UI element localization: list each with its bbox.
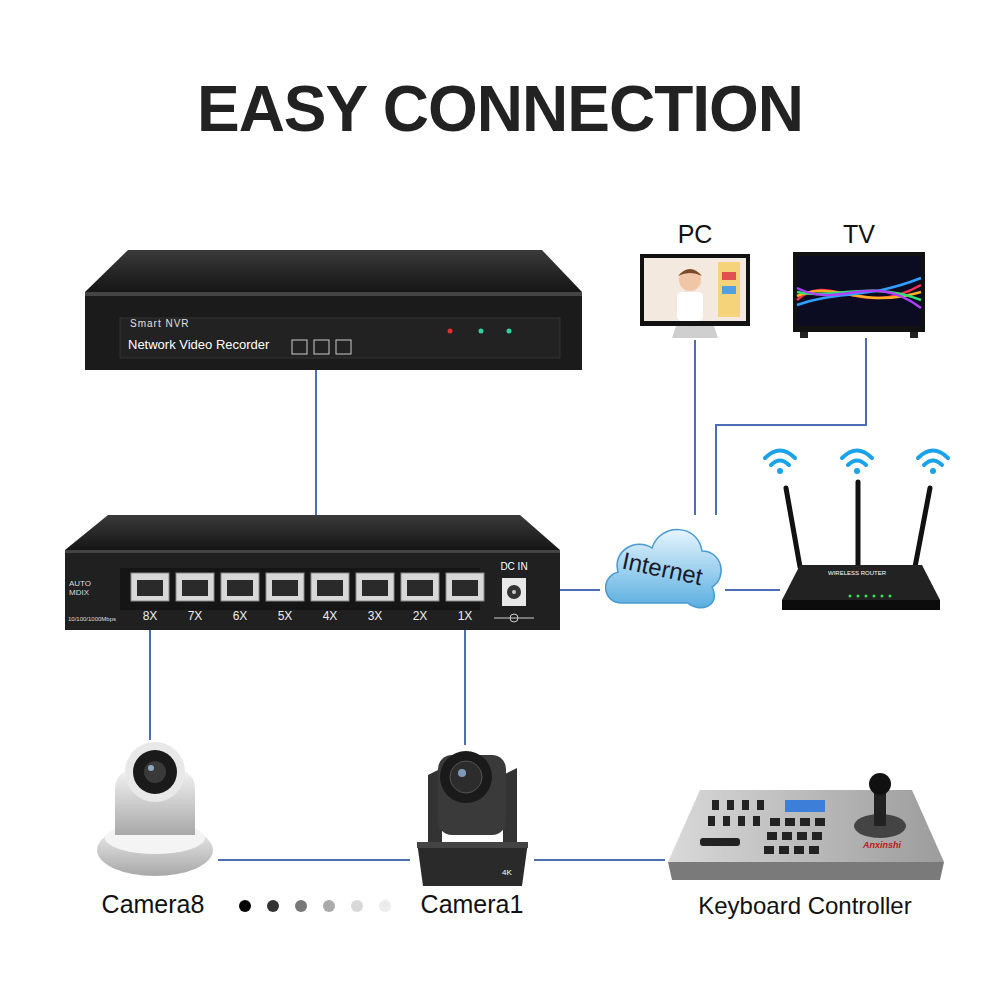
camera-box: Camera8: [88, 740, 218, 922]
node-label: 1X: [445, 610, 485, 624]
node-label: Smart NVR: [130, 318, 190, 330]
node-label: 5X: [265, 610, 305, 624]
cable-line: [149, 630, 151, 740]
switch-box: AUTO MDIX 10/100/1000Mbps 8X 7X 6X 5X 4X 3X 2X 1X…: [65, 515, 560, 630]
cable-line: [534, 859, 665, 861]
node-label: 4K: [502, 868, 512, 877]
cable-line: [218, 859, 410, 861]
node-label: 7X: [175, 610, 215, 624]
node-label: Camera8: [88, 890, 218, 919]
node-label: 4X: [310, 610, 350, 624]
more-cameras-dots: [239, 900, 391, 912]
keyboard-device: [668, 773, 944, 880]
node-label: DC IN: [494, 561, 534, 573]
node-label: Camera1: [410, 890, 534, 919]
node-label: 8X: [130, 610, 170, 624]
node-label: 10/100/1000Mbps: [68, 616, 116, 623]
cable-line: [694, 340, 696, 515]
node-label: Network Video Recorder: [128, 338, 269, 353]
node-label: 3X: [355, 610, 395, 624]
cable-line: [716, 338, 866, 515]
cable-line: [725, 589, 780, 591]
cable-line: [560, 589, 600, 591]
tv-set: [793, 252, 925, 338]
node-label: TV: [793, 220, 925, 249]
node-label: PC: [640, 220, 750, 249]
node-label: Keyboard Controller: [665, 892, 945, 920]
nvr-box: Smart NVR Network Video Recorder: [85, 250, 582, 370]
node-label: AUTO MDIX: [69, 580, 99, 598]
cable-line: [315, 370, 317, 515]
keyboard-box: Keyboard Controller Anxinshi: [665, 770, 945, 930]
camera-silver: [97, 742, 213, 876]
node-label: WIRELESS ROUTER: [828, 570, 886, 577]
diagram-title: EASY CONNECTION: [0, 72, 1000, 146]
pc-monitor: [640, 254, 750, 338]
internet-cloud: Internet: [600, 515, 725, 615]
router-box: WIRELESS ROUTER: [780, 440, 942, 612]
pc-box: PC: [640, 220, 750, 340]
node-label: 6X: [220, 610, 260, 624]
tv-box: TV: [793, 220, 925, 338]
wireless-router: [765, 451, 948, 611]
camera-black: [417, 751, 528, 886]
camera-box: Camera1 4K: [410, 745, 534, 922]
cable-line: [464, 630, 466, 745]
node-label: Anxinshi: [863, 840, 901, 850]
switch-device: [65, 515, 560, 630]
nvr-device: [85, 250, 582, 370]
node-label: 2X: [400, 610, 440, 624]
